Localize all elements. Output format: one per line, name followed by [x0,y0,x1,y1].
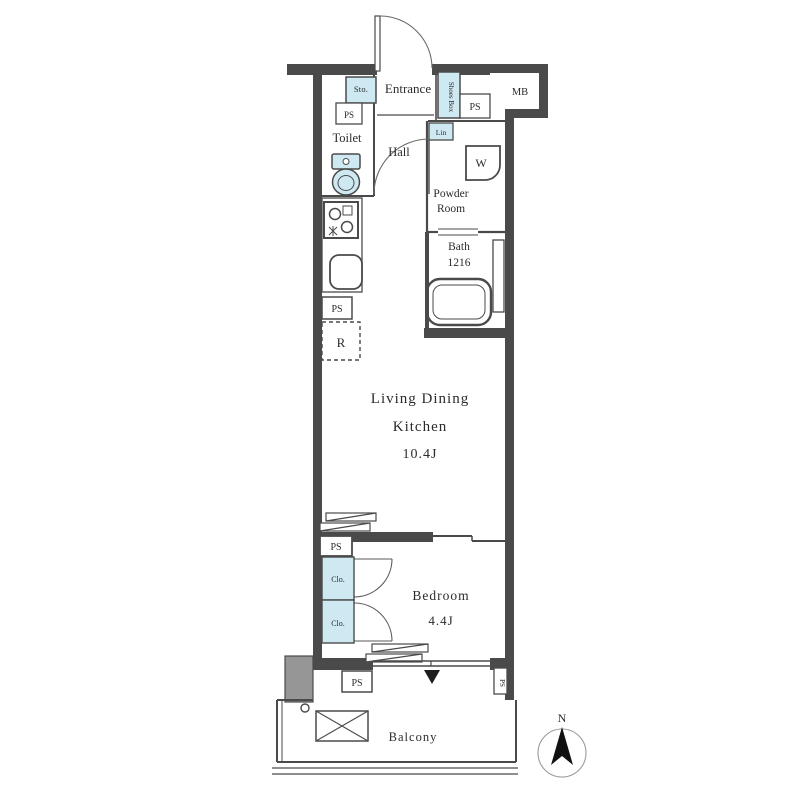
label-bedroom: Bedroom [412,588,469,603]
label-ps-bottom: PS [351,678,362,689]
balcony-window [373,660,490,667]
label-powder-room-1: Powder [433,188,468,200]
label-bedroom-size: 4.4J [428,613,453,628]
label-ps-entrance: PS [469,102,480,113]
closet-boxes [321,556,355,644]
washer-pan [465,145,501,181]
label-ldk-size: 10.4J [403,447,438,462]
label-ldk-2: Kitchen [393,419,447,435]
storage-box [345,76,377,104]
label-linen: Lin [436,128,447,137]
refrigerator-space [321,321,361,361]
sink-icon [329,254,363,290]
label-ps-right: PS [498,679,506,687]
toilet-fixture [331,153,361,196]
label-toilet: Toilet [333,131,363,145]
north-compass [537,727,587,778]
label-north: N [558,711,567,725]
north-needle [551,727,573,765]
closet-doors [353,558,393,642]
drain-circle [300,703,310,713]
label-storage: Sto. [354,84,368,94]
label-powder-room-2: Room [437,203,465,215]
label-meter-box: MB [512,87,528,98]
label-refrigerator: R [337,335,346,350]
label-closet-1: Clo. [331,575,345,584]
label-ps-top: PS [344,110,354,120]
bath-counter [492,239,505,313]
label-bath-size: 1216 [448,257,471,269]
label-hall: Hall [388,145,410,159]
sliding-panel-symbols [319,512,429,663]
entrance-door [374,15,433,72]
label-ldk-1: Living Dining [371,391,469,407]
label-ps-kitchen: PS [331,304,342,315]
bathtub [425,277,493,327]
pipe-space-boxes [319,93,508,695]
label-balcony: Balcony [389,730,438,744]
label-bath: Bath [448,241,470,253]
balcony-outline [272,699,518,775]
concrete-block [284,655,314,703]
label-shoes-box: Shoes Box [447,82,455,113]
walls [287,64,548,700]
label-washer: W [475,156,487,170]
entry-marker-triangle [424,670,440,684]
stove-icon [323,201,359,239]
ac-unit-hatch [315,710,369,742]
label-ps-bedroom: PS [330,542,341,553]
label-entrance: Entrance [385,81,431,96]
label-closet-2: Clo. [331,619,345,628]
linen-box [428,122,454,141]
hall-door [373,138,430,195]
